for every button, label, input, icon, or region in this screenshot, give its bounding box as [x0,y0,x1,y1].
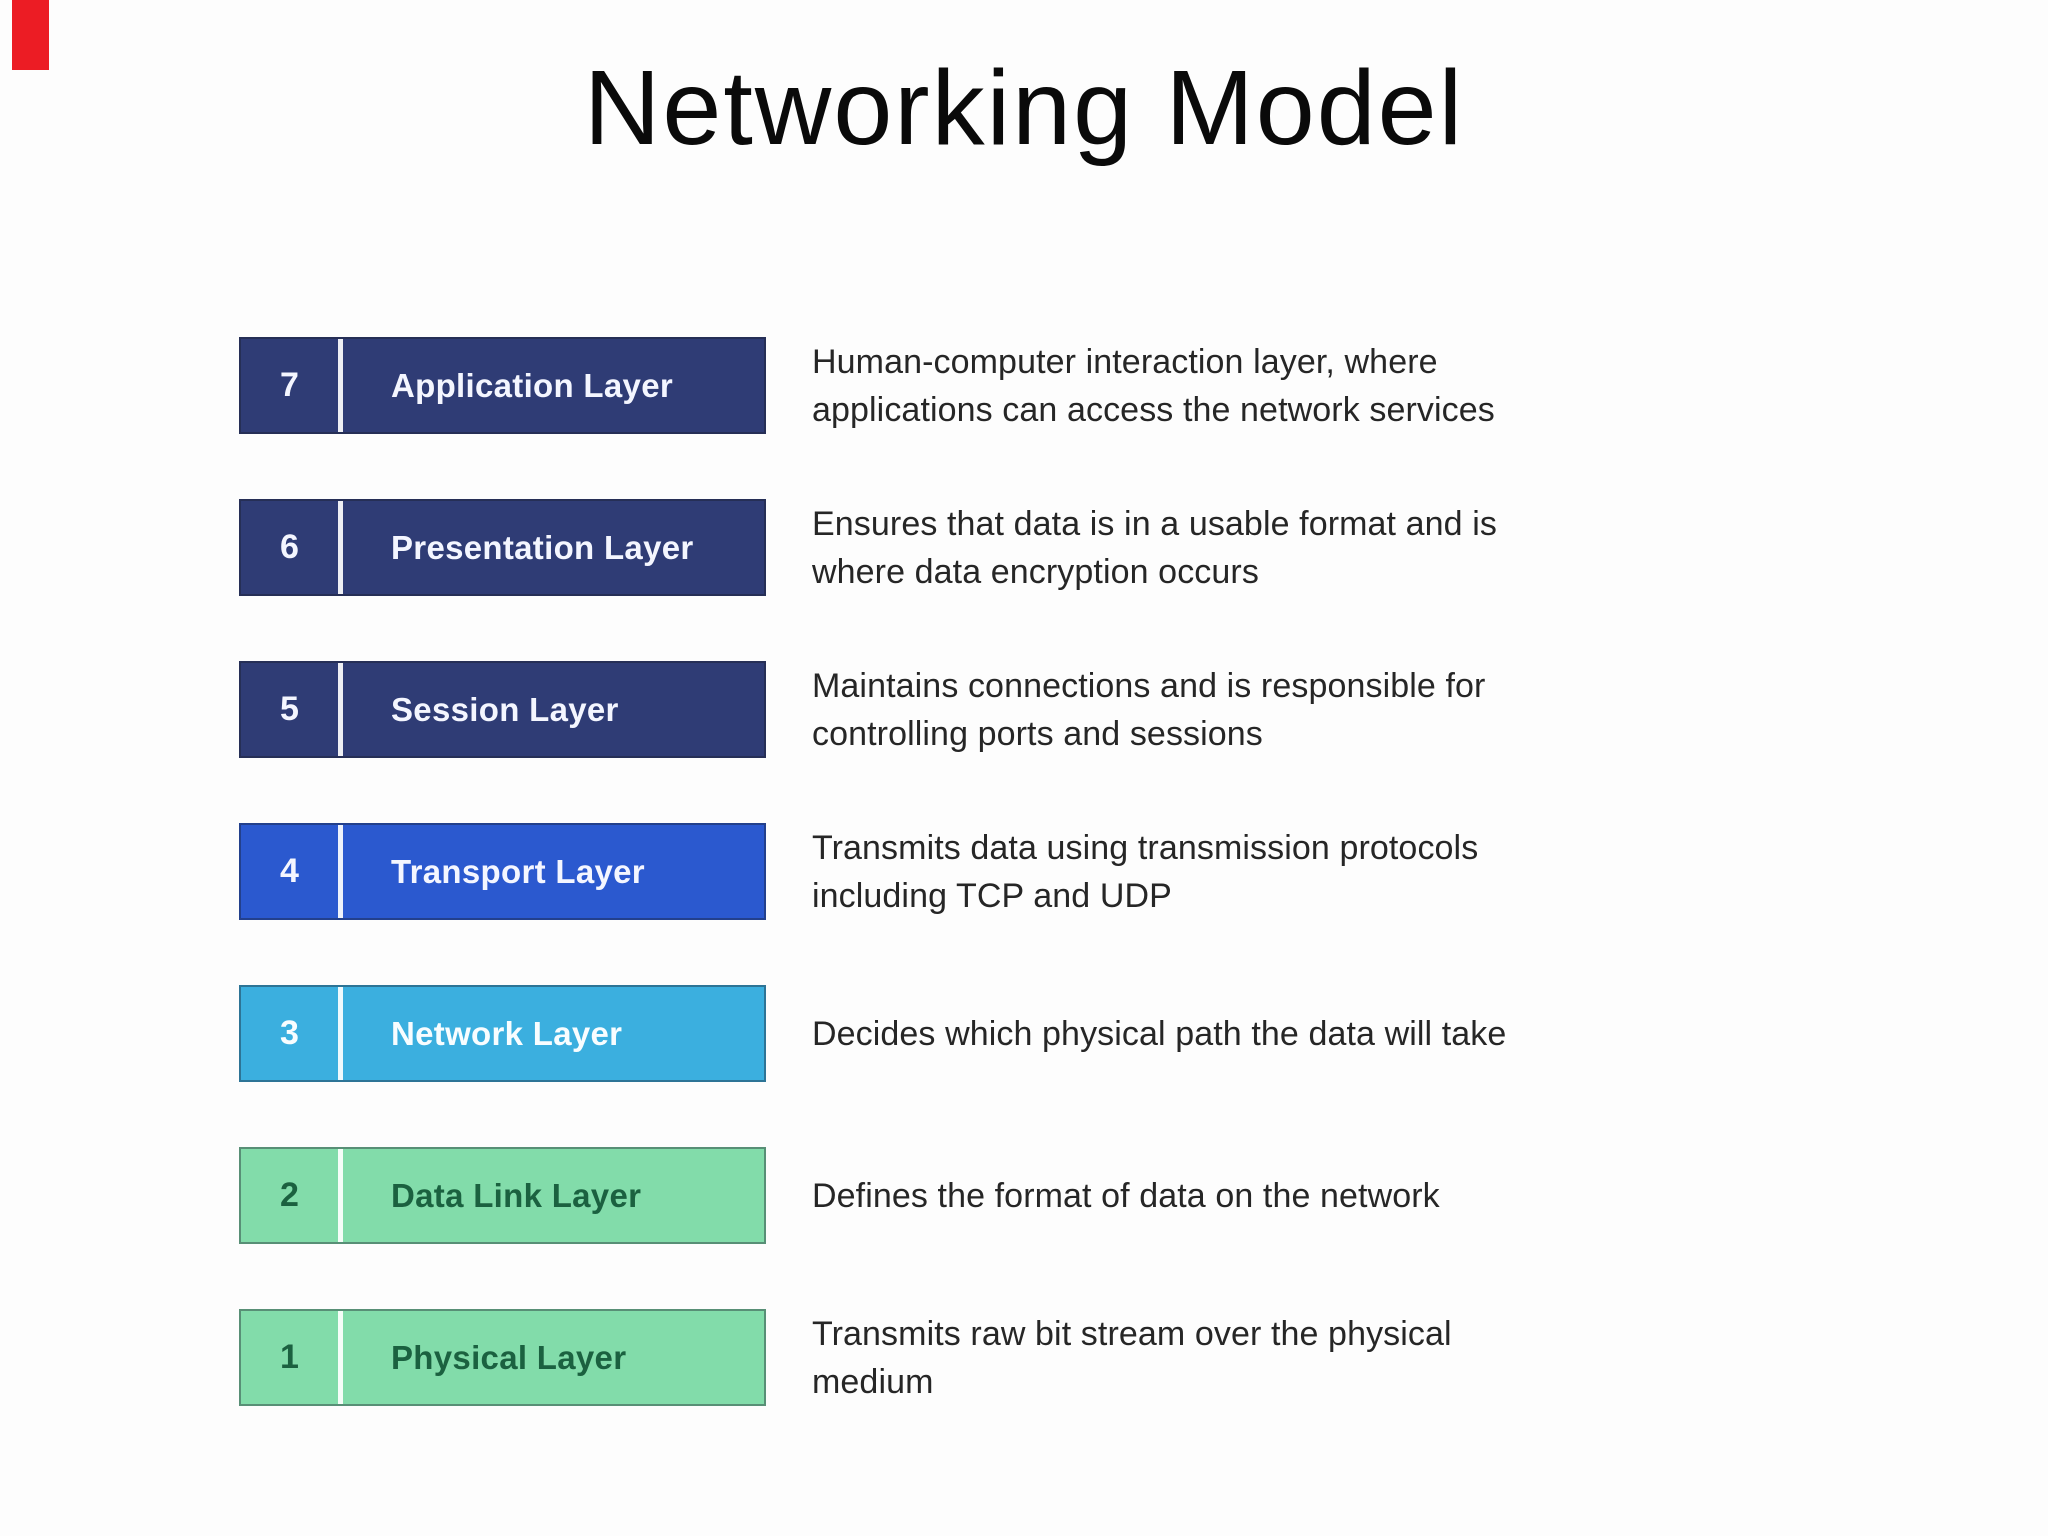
layer-number: 4 [280,852,299,890]
layer-box: 5 Session Layer [239,661,766,758]
layer-row: 1 Physical Layer Transmits raw bit strea… [239,1309,1567,1406]
layer-divider [338,339,343,432]
layer-row: 5 Session Layer Maintains connections an… [239,661,1567,758]
layer-description: Defines the format of data on the networ… [812,1176,1440,1215]
layer-box: 6 Presentation Layer [239,499,766,596]
layer-row: 6 Presentation Layer Ensures that data i… [239,499,1567,596]
layer-description: Ensures that data is in a usable format … [812,504,1497,591]
layer-row: 4 Transport Layer Transmits data using t… [239,823,1567,920]
layer-row: 3 Network Layer Decides which physical p… [239,985,1567,1082]
layer-name: Presentation Layer [391,528,694,566]
layer-box: 4 Transport Layer [239,823,766,920]
layer-number: 1 [280,1338,299,1376]
layer-number: 3 [280,1014,299,1052]
layer-box: 2 Data Link Layer [239,1147,766,1244]
layer-name: Physical Layer [391,1338,627,1376]
layer-divider [338,501,343,594]
layer-box: 7 Application Layer [239,337,766,434]
layer-number: 5 [280,690,299,728]
osi-layer-list: 7 Application Layer Human-computer inter… [239,337,1567,1471]
layer-number: 6 [280,528,299,566]
layer-box: 1 Physical Layer [239,1309,766,1406]
layer-number: 7 [280,366,299,404]
layer-description: Transmits data using transmission protoc… [812,828,1479,915]
layer-name: Transport Layer [391,852,645,890]
page-title: Networking Model [583,49,1465,167]
layer-divider [338,825,343,918]
layer-description: Maintains connections and is responsible… [812,666,1486,753]
layer-box: 3 Network Layer [239,985,766,1082]
layer-number: 2 [280,1176,299,1214]
layer-name: Network Layer [391,1014,623,1052]
layer-name: Data Link Layer [391,1176,642,1214]
layer-row: 7 Application Layer Human-computer inter… [239,337,1567,434]
layer-divider [338,987,343,1080]
layer-description: Decides which physical path the data wil… [812,1014,1507,1053]
layer-divider [338,663,343,756]
layer-divider [338,1311,343,1404]
layer-divider [338,1149,343,1242]
layer-name: Session Layer [391,690,619,728]
layer-row: 2 Data Link Layer Defines the format of … [239,1147,1567,1244]
layer-name: Application Layer [391,366,673,404]
red-accent-mark [12,0,49,70]
layer-description: Transmits raw bit stream over the physic… [812,1314,1452,1401]
layer-description: Human-computer interaction layer, where … [812,342,1495,429]
